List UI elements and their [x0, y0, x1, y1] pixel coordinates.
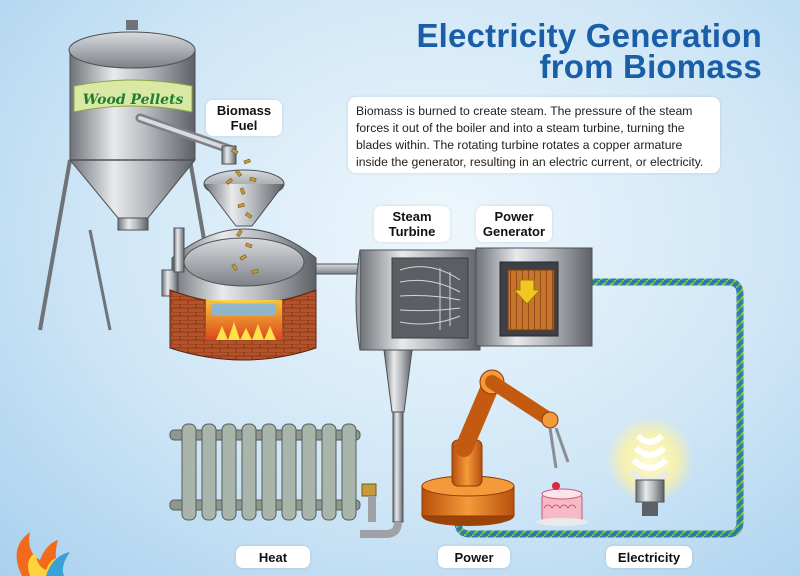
label-electricity: Electricity	[606, 546, 692, 568]
light-bulb	[606, 416, 694, 516]
flame-logo	[16, 532, 70, 576]
label-power-generator: Power Generator	[476, 206, 552, 242]
radiator	[169, 423, 377, 522]
label-steam-turbine: Steam Turbine	[374, 206, 450, 242]
electric-cable-outline	[457, 281, 741, 535]
steam-pipe	[315, 263, 363, 275]
boiler	[161, 169, 317, 361]
title-line-1: Electricity Generation	[416, 17, 762, 54]
wood-pellet-silo: Wood Pellets	[38, 20, 222, 331]
cake	[536, 482, 588, 526]
title-line-2: from Biomass	[539, 48, 762, 85]
power-generator	[475, 247, 593, 347]
label-biomass-fuel: Biomass Fuel	[206, 100, 282, 136]
label-heat: Heat	[236, 546, 310, 568]
silo-label: Wood Pellets	[83, 92, 184, 108]
robot-arm	[421, 369, 570, 526]
description-box: Biomass is burned to create steam. The p…	[348, 97, 720, 173]
steam-turbine	[355, 249, 481, 538]
pellets	[225, 148, 259, 274]
label-power: Power	[438, 546, 510, 568]
page-title: Electricity Generation from Biomass	[416, 17, 762, 85]
pellet-conveyor	[135, 113, 237, 165]
